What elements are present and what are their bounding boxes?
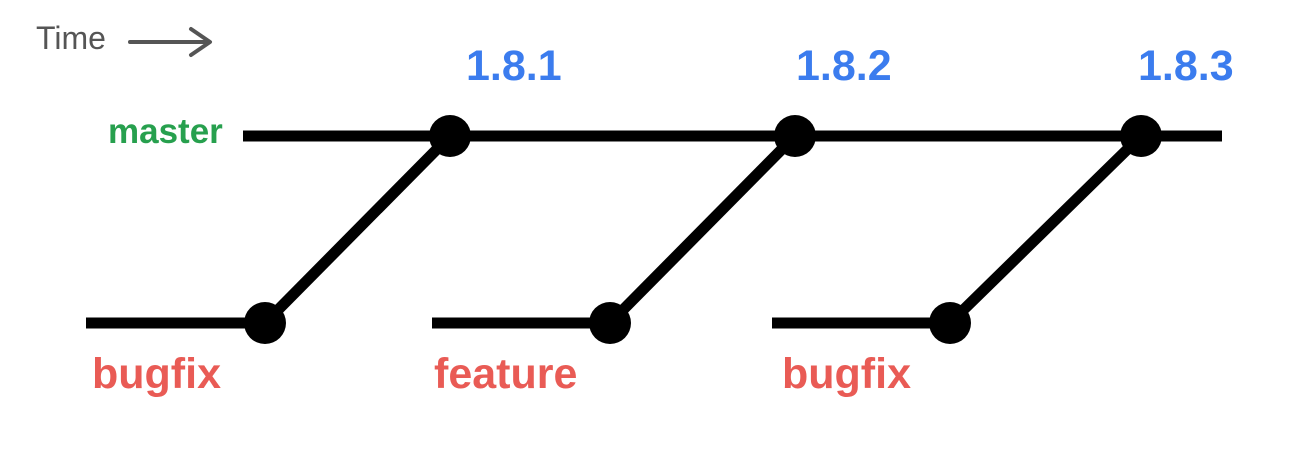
master-branch-label: master [108, 112, 223, 151]
branch-label-bugfix-2: bugfix [782, 350, 911, 398]
merge-line-3 [946, 132, 1145, 327]
commit-node-release-3 [1120, 115, 1162, 157]
time-arrow-icon [128, 27, 212, 57]
merge-line-1 [261, 132, 454, 327]
commit-node-bugfix-2 [929, 302, 971, 344]
time-axis-label: Time [36, 20, 106, 56]
release-tag-3: 1.8.3 [1138, 42, 1234, 90]
merge-line-2 [606, 132, 799, 327]
release-tag-1: 1.8.1 [466, 42, 562, 90]
branch-label-feature: feature [434, 350, 578, 398]
commit-node-feature [589, 302, 631, 344]
commit-node-release-2 [774, 115, 816, 157]
commit-node-bugfix-1 [244, 302, 286, 344]
commit-node-release-1 [429, 115, 471, 157]
release-tag-2: 1.8.2 [796, 42, 892, 90]
branch-label-bugfix-1: bugfix [92, 350, 221, 398]
